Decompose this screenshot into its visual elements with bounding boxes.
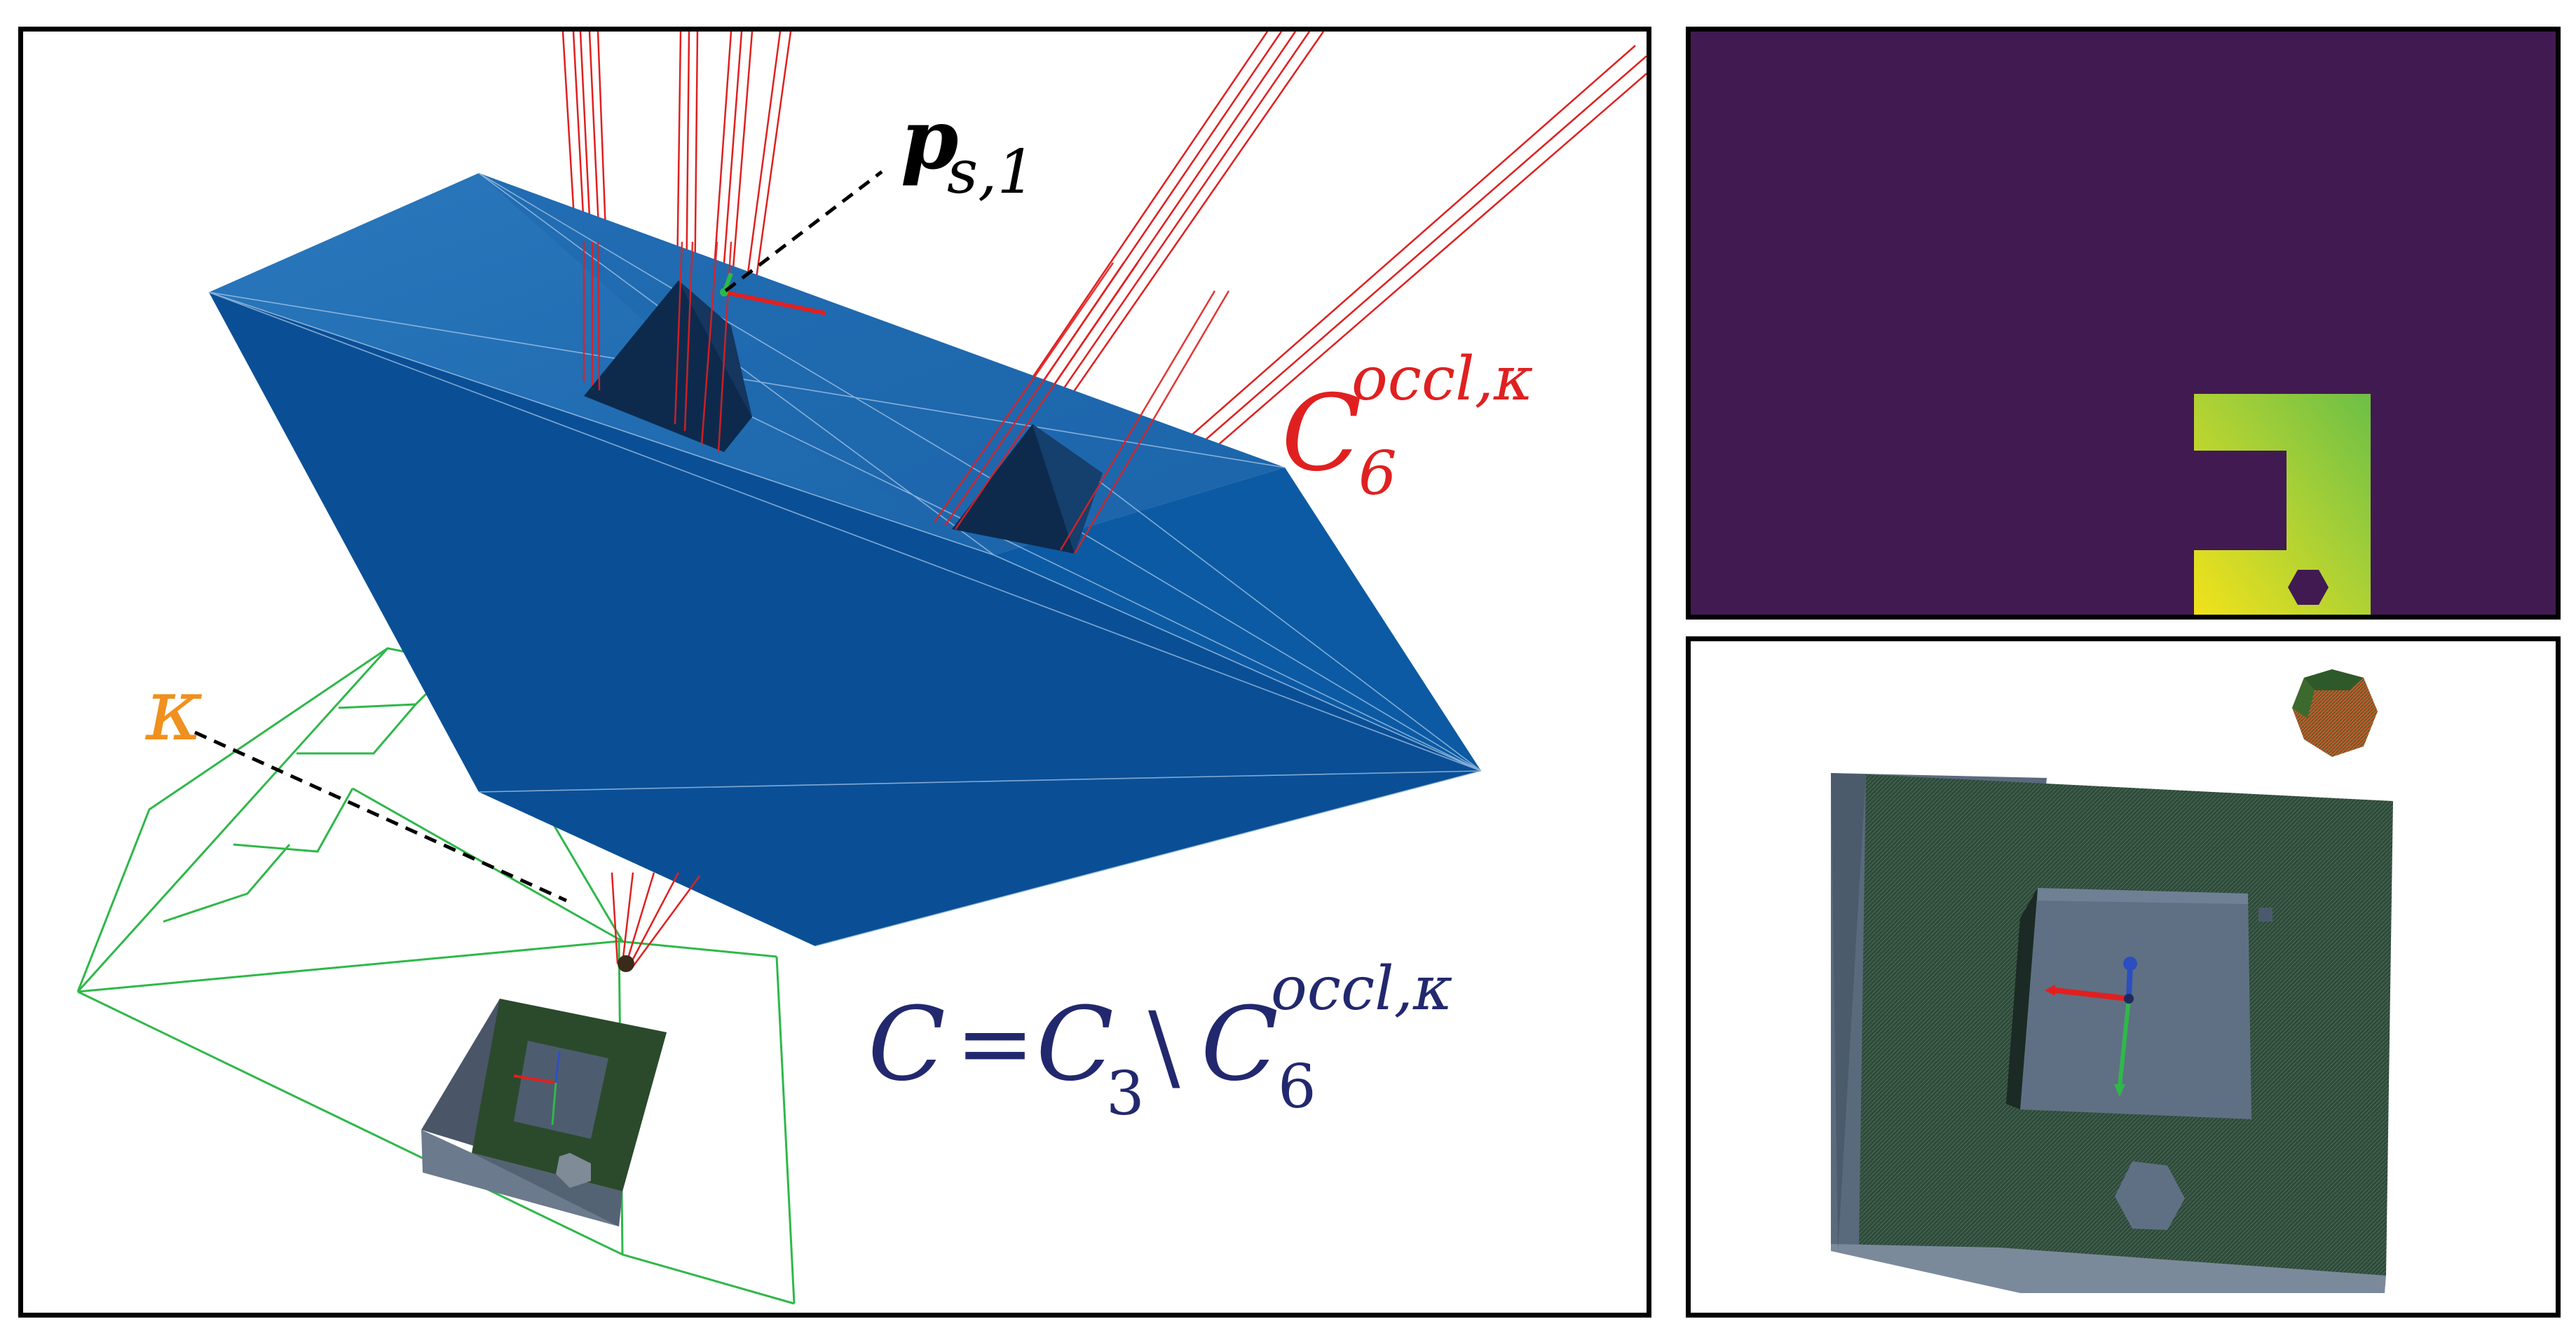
workpiece-model-large	[1831, 773, 2393, 1293]
main-3d-scene: p s,1 C occl,κ 6 κ C = C 3 \ C occl,κ 6	[76, 32, 1647, 1305]
rendered-scene	[1831, 669, 2393, 1293]
depth-background	[1691, 32, 2556, 615]
svg-text:6: 6	[1278, 1052, 1316, 1122]
svg-text:C: C	[1036, 985, 1114, 1104]
workpiece-model-small	[421, 999, 667, 1226]
svg-text:s,1: s,1	[947, 137, 1035, 207]
depth-image-panel	[1686, 27, 2561, 620]
svg-text:p: p	[901, 90, 959, 188]
label-c6-occl-kappa-red: C occl,κ 6	[1281, 344, 1533, 509]
svg-text:C: C	[1201, 985, 1279, 1104]
svg-text:occl,κ: occl,κ	[1351, 344, 1533, 414]
depth-image	[1691, 32, 2556, 615]
occlusion-volume	[208, 172, 1482, 947]
svg-text:C: C	[868, 985, 946, 1104]
leader-lines	[193, 170, 883, 903]
depth-object-region	[2194, 394, 2371, 615]
label-p-s1: p s,1	[901, 90, 1035, 207]
rendered-view-panel	[1686, 636, 2561, 1318]
svg-text:κ: κ	[144, 659, 203, 760]
label-c-expression: C = C 3 \ C occl,κ 6	[868, 954, 1452, 1129]
svg-text:\: \	[1148, 992, 1180, 1102]
label-kappa: κ	[144, 659, 203, 760]
svg-text:6: 6	[1358, 439, 1397, 509]
svg-text:=: =	[955, 988, 1035, 1098]
svg-text:3: 3	[1106, 1059, 1145, 1129]
camera-origin-marker	[618, 955, 634, 972]
icosahedron-sensor-model	[2292, 669, 2378, 757]
depth-hexagon-hole	[2288, 570, 2329, 605]
ray-bundle-bottom	[611, 872, 701, 967]
svg-text:occl,κ: occl,κ	[1271, 954, 1452, 1024]
main-3d-view-panel: p s,1 C occl,κ 6 κ C = C 3 \ C occl,κ 6	[18, 27, 1651, 1318]
ray-bundle-inside	[582, 241, 1230, 554]
svg-text:C: C	[1281, 373, 1362, 495]
